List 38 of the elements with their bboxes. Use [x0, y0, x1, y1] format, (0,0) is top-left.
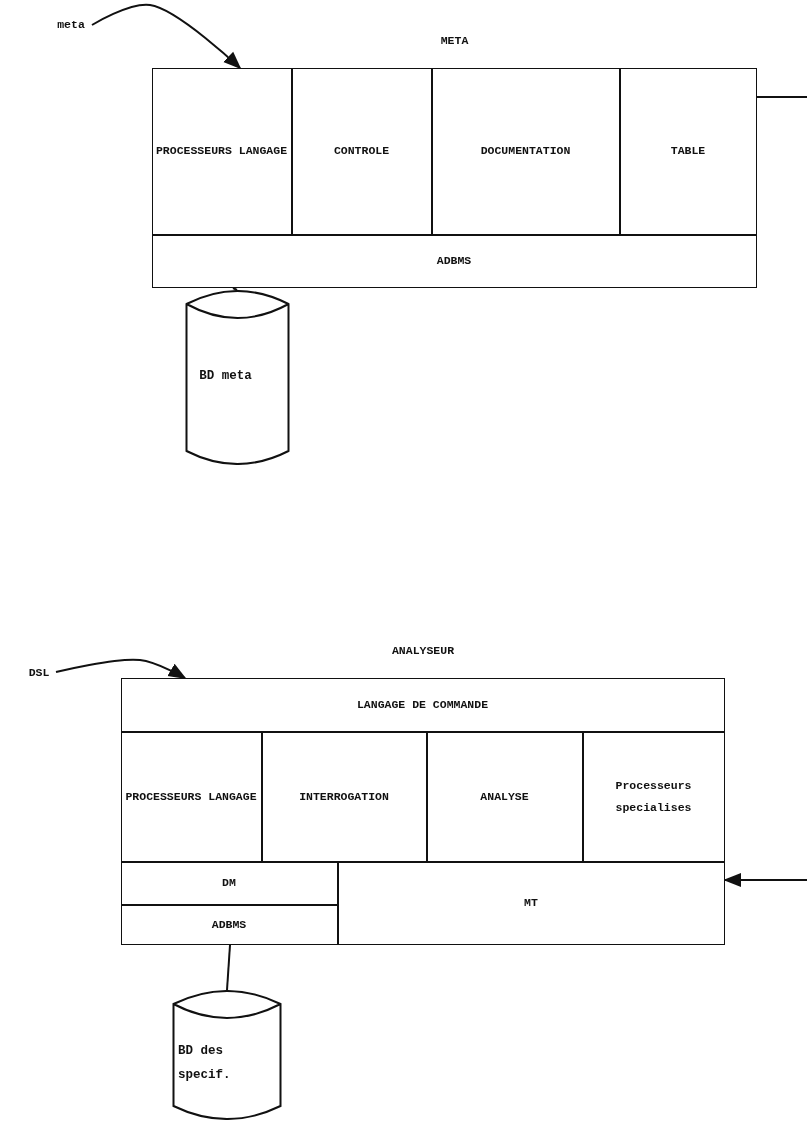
input-label: DSL: [28, 665, 50, 682]
component-box: [582, 731, 725, 862]
component-box: [619, 67, 757, 235]
component-box: [151, 234, 757, 288]
component-label: DM: [222, 875, 236, 892]
component-label: CONTROLE: [333, 143, 390, 160]
component-label: ADBMS: [436, 253, 472, 270]
component-box: [120, 904, 338, 945]
component-label: ADBMS: [211, 916, 247, 933]
component-label: TABLE: [670, 143, 706, 160]
connector-arrow: [91, 3, 242, 70]
component-box: [291, 67, 432, 235]
component-label: MT: [524, 895, 538, 912]
connector-arrow: [55, 658, 187, 679]
input-label: meta: [57, 17, 85, 34]
component-label: DOCUMENTATION: [480, 143, 571, 160]
component-box: [337, 861, 725, 945]
component-label: INTERROGATION: [299, 788, 389, 805]
component-box: [151, 67, 292, 235]
component-label: Processeurs specialises: [614, 777, 693, 816]
database-cylinder: [172, 990, 282, 1120]
component-box: [261, 731, 427, 862]
component-box: [120, 861, 338, 905]
database-cylinder: [185, 290, 290, 465]
component-box: [431, 67, 620, 235]
component-box: [120, 677, 725, 732]
component-box: [120, 731, 262, 862]
component-label: ANALYSE: [480, 788, 529, 805]
component-label: BD des specif.: [177, 1043, 232, 1084]
connector-line: [756, 96, 807, 98]
component-box: [426, 731, 583, 862]
component-label: BD meta: [198, 368, 253, 385]
module-title: META: [439, 33, 470, 49]
component-label: LANGAGE DE COMMANDE: [356, 696, 489, 713]
connector-line: [226, 944, 231, 991]
component-label: PROCESSEURS LANGAGE: [125, 788, 257, 805]
component-label: PROCESSEURS LANGAGE: [155, 143, 288, 160]
module-title: ANALYSEUR: [390, 643, 456, 659]
